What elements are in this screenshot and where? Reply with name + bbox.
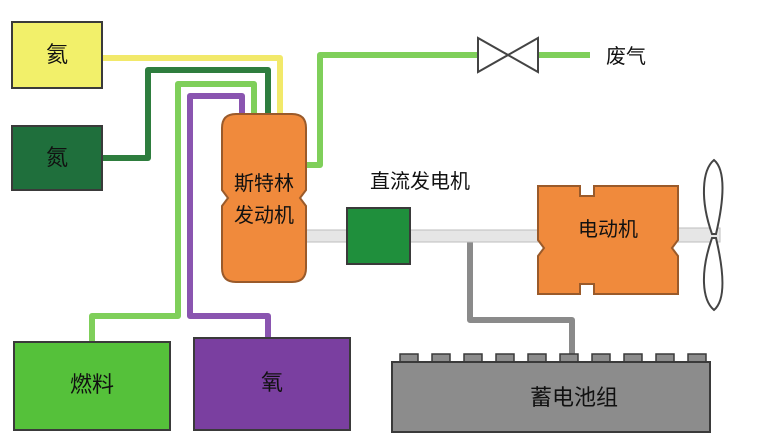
propeller-icon xyxy=(702,158,724,312)
valve-icon: 废气 xyxy=(477,36,646,74)
pipes xyxy=(89,52,590,360)
fuel-label: 燃料 xyxy=(70,373,114,398)
dc-generator: 直流发电机 xyxy=(346,169,470,265)
battery-label: 蓄电池组 xyxy=(530,386,618,411)
stirling-label-line2: 发动机 xyxy=(234,203,294,227)
dc-generator-label: 直流发电机 xyxy=(370,169,470,193)
oxygen-label: 氧 xyxy=(261,371,283,396)
motor-label: 电动机 xyxy=(578,217,638,241)
exhaust-pipe xyxy=(305,52,478,168)
stirling-label-line1: 斯特林 xyxy=(234,171,294,195)
exhaust-label: 废气 xyxy=(606,44,646,68)
nitrogen-label: 氮 xyxy=(46,146,68,171)
battery-pack: 蓄电池组 xyxy=(391,353,711,433)
stirling-engine: 斯特林 发动机 xyxy=(221,113,307,283)
battery-cable xyxy=(467,238,575,360)
oxygen-pipe xyxy=(187,93,271,342)
nitrogen-tank: 氮 xyxy=(11,125,103,191)
fuel-pipe xyxy=(89,81,257,342)
helium-pipe xyxy=(102,55,283,120)
helium-tank: 氦 xyxy=(11,21,103,89)
helium-label: 氦 xyxy=(46,43,68,68)
battery-terminals xyxy=(399,353,707,365)
nitrogen-pipe xyxy=(102,67,271,161)
fuel-tank: 燃料 xyxy=(13,341,171,431)
oxygen-tank: 氧 xyxy=(193,337,351,431)
electric-motor: 电动机 xyxy=(537,185,679,295)
